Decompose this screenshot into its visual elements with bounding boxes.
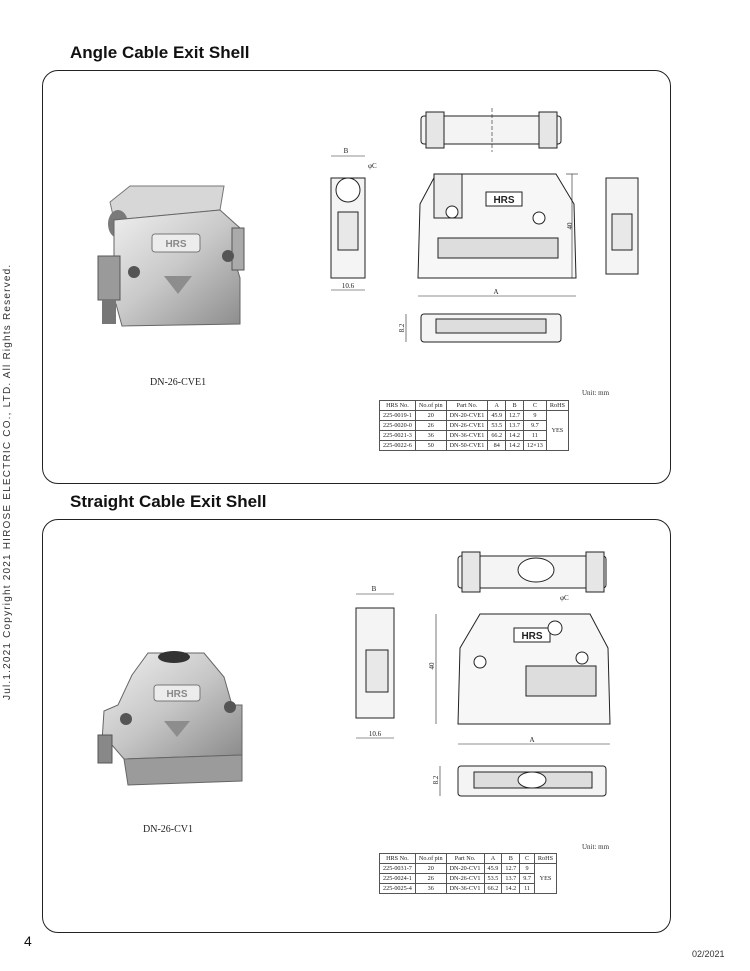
cell: 26 <box>414 873 447 884</box>
cell: 225-0031-7 <box>379 863 416 874</box>
straight-shell-drawing: φC B 10.6 HRS 40 A 8.2 <box>355 551 611 797</box>
cell: 11 <box>519 883 535 894</box>
cell: 36 <box>414 883 447 894</box>
dim-t: 8.2 <box>398 323 406 332</box>
table-row: 225-0019-1 20 DN-20-CVE1 45.9 12.7 9 YES <box>379 410 569 451</box>
col-header: RoHS <box>545 400 569 411</box>
col-header: HRS No. <box>379 400 416 411</box>
page-number: 4 <box>24 933 32 949</box>
table-row: 225-0022-6 50 DN-50-CVE1 84 14.2 12×13 <box>379 440 569 451</box>
rohs-cell: YES <box>533 863 558 894</box>
cell: DN-20-CV1 <box>445 863 485 874</box>
drawing-logo: HRS <box>493 195 514 206</box>
table-row: 225-0021-3 36 DN-36-CVE1 66.2 14.2 11 <box>379 430 569 441</box>
col-header: A <box>483 853 503 864</box>
cell: 66.2 <box>487 430 507 441</box>
straight-shell-photo: HRS <box>97 651 243 786</box>
cell: 53.5 <box>487 420 507 431</box>
dim-c: φC <box>560 594 569 602</box>
dim-a: A <box>493 288 498 296</box>
cell: 14.2 <box>505 430 524 441</box>
rohs-cell: YES <box>545 410 569 451</box>
cell: 9 <box>519 863 535 874</box>
col-header: C <box>522 400 547 411</box>
section-title-straight: Straight Cable Exit Shell <box>70 492 267 511</box>
table-row: 225-0025-4 36 DN-36-CV1 66.2 14.2 11 <box>379 883 557 894</box>
table-row: 225-0024-1 26 DN-26-CV1 53.5 13.7 9.7 <box>379 873 557 884</box>
dim-w: 10.6 <box>369 730 382 738</box>
col-header: Part No. <box>445 400 489 411</box>
table-row: 225-0020-0 26 DN-26-CVE1 53.5 13.7 9.7 <box>379 420 569 431</box>
dim-w: 10.6 <box>342 282 355 290</box>
dim-h: 40 <box>566 222 574 230</box>
photo-caption-straight: DN-26-CV1 <box>143 824 193 835</box>
cell: 50 <box>414 440 447 451</box>
cell: 9.7 <box>522 420 547 431</box>
cell: 20 <box>414 410 447 421</box>
cell: 9.7 <box>519 873 535 884</box>
cell: 13.7 <box>501 873 521 884</box>
date-code: 02/2021 <box>692 949 725 959</box>
cell: 12×13 <box>522 440 547 451</box>
cell: 20 <box>414 863 447 874</box>
angle-shell-photo: HRS <box>97 185 245 327</box>
col-header: A <box>487 400 507 411</box>
col-header: No.of pin <box>414 853 447 864</box>
cell: 14.2 <box>505 440 524 451</box>
col-header: HRS No. <box>379 853 416 864</box>
dim-c: φC <box>368 162 377 170</box>
cell: DN-36-CVE1 <box>445 430 489 441</box>
cell: 26 <box>414 420 447 431</box>
dim-t: 8.2 <box>432 775 440 784</box>
cell: 45.9 <box>483 863 503 874</box>
cell: 11 <box>522 430 547 441</box>
cell: DN-36-CV1 <box>445 883 485 894</box>
col-header: Part No. <box>445 853 485 864</box>
col-header: No.of pin <box>414 400 447 411</box>
cell: 36 <box>414 430 447 441</box>
angle-shell-drawing: B φC 10.6 HRS 40 A 8.2 <box>330 108 639 343</box>
cell: 45.9 <box>487 410 507 421</box>
cell: 225-0019-1 <box>379 410 416 421</box>
cell: DN-50-CVE1 <box>445 440 489 451</box>
cell: 225-0025-4 <box>379 883 416 894</box>
cell: 225-0022-6 <box>379 440 416 451</box>
cell: 225-0020-0 <box>379 420 416 431</box>
spec-table-angle: HRS No. No.of pin Part No. A B C RoHS 22… <box>379 400 569 451</box>
cell: 53.5 <box>483 873 503 884</box>
cell: 14.2 <box>501 883 521 894</box>
cell: 84 <box>487 440 507 451</box>
unit-label-straight: Unit: mm <box>582 843 610 851</box>
dim-h: 40 <box>428 662 436 670</box>
dim-a: A <box>529 736 534 744</box>
cell: 12.7 <box>505 410 524 421</box>
cell: 66.2 <box>483 883 503 894</box>
hrs-logo: HRS <box>165 239 186 250</box>
section-title-angle: Angle Cable Exit Shell <box>70 43 250 62</box>
cell: 13.7 <box>505 420 524 431</box>
table-row: 225-0031-7 20 DN-20-CV1 45.9 12.7 9 YES <box>379 863 558 894</box>
photo-caption-angle: DN-26-CVE1 <box>150 377 207 388</box>
col-header: RoHS <box>533 853 558 864</box>
cell: DN-26-CVE1 <box>445 420 489 431</box>
hrs-logo: HRS <box>166 689 187 700</box>
cell: 225-0024-1 <box>379 873 416 884</box>
side-copyright: Jul.1.2021 Copyright 2021 HIROSE ELECTRI… <box>2 263 13 700</box>
cell: 9 <box>522 410 547 421</box>
drawing-logo: HRS <box>521 631 542 642</box>
dim-b: B <box>344 147 349 155</box>
spec-table-straight: HRS No. No.of pin Part No. A B C RoHS 22… <box>379 853 558 894</box>
col-header: C <box>519 853 535 864</box>
cell: DN-20-CVE1 <box>445 410 489 421</box>
col-header: B <box>505 400 524 411</box>
col-header: B <box>501 853 521 864</box>
cell: 12.7 <box>501 863 521 874</box>
unit-label-angle: Unit: mm <box>582 389 610 397</box>
cell: 225-0021-3 <box>379 430 416 441</box>
cell: DN-26-CV1 <box>445 873 485 884</box>
dim-b: B <box>372 585 377 593</box>
